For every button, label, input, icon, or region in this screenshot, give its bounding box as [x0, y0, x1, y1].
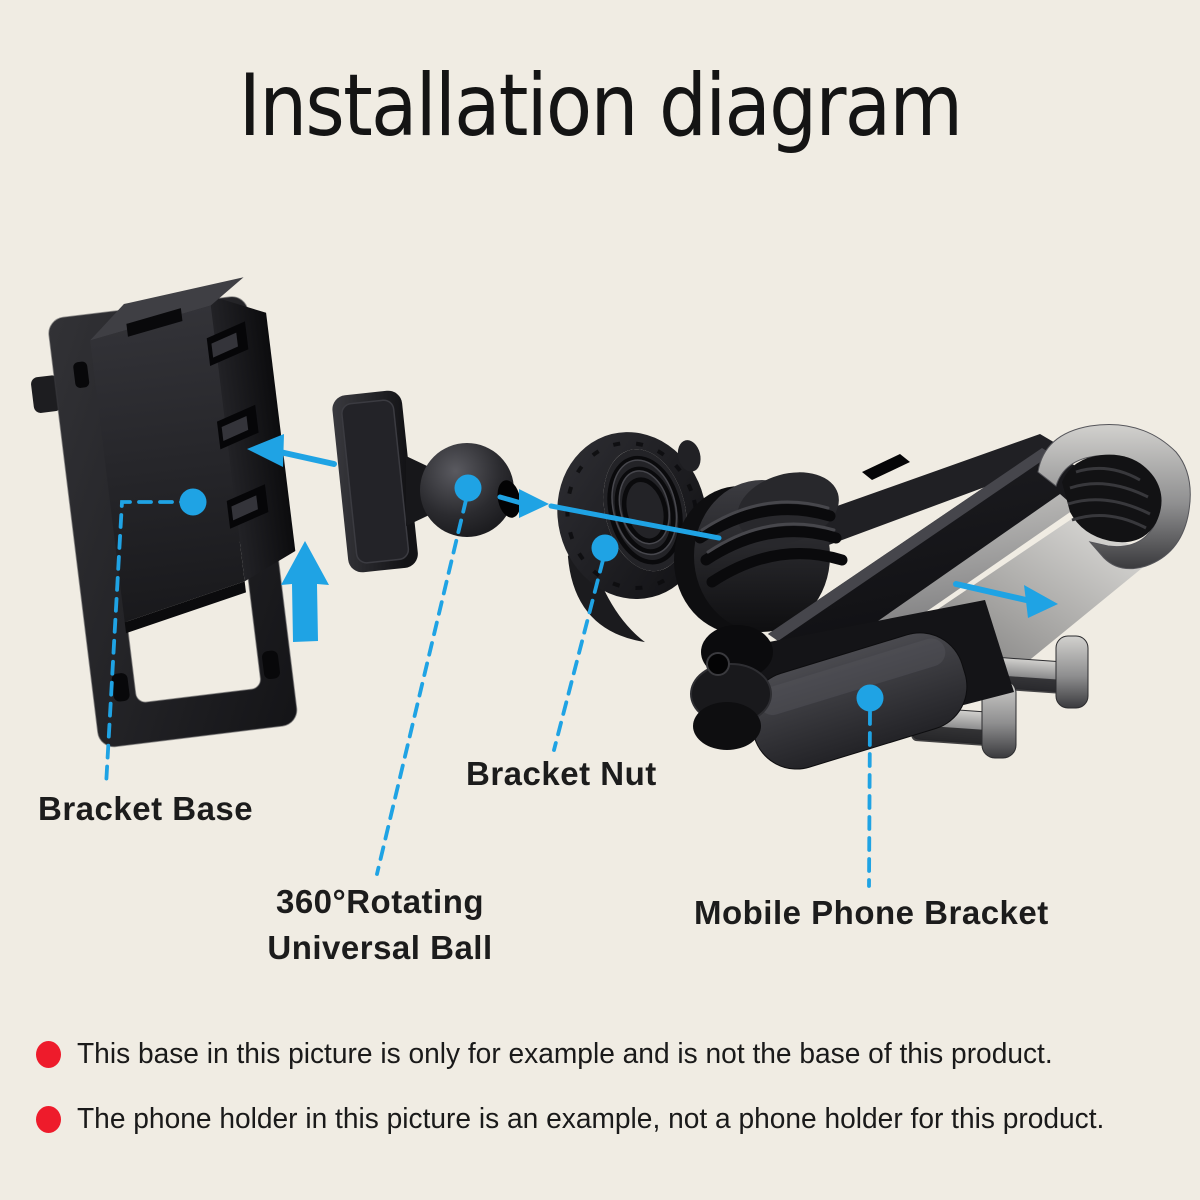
label-bracket-nut: Bracket Nut: [466, 755, 657, 792]
clip-rail-slot: [216, 404, 259, 450]
mount-plate-face: [341, 399, 410, 564]
callout-line-bracket-nut: [552, 558, 605, 752]
red-bullet-icon: [36, 1106, 61, 1133]
callout-line-universal-ball: [375, 498, 468, 876]
callout-line-bracket-base: [104, 500, 195, 788]
callouts: [104, 498, 872, 888]
screw-on-right-arrow-icon: [497, 489, 722, 541]
label-mobile-phone-bracket: Mobile Phone Bracket: [694, 894, 1049, 931]
main-arm: [768, 448, 1102, 672]
slide-out-right-arrow-icon: [953, 581, 1058, 618]
universal-ball-part: [332, 390, 521, 573]
clip-rail-slot: [226, 484, 269, 529]
mobile-phone-bracket-part: [674, 423, 1191, 770]
lift-up-arrow-icon: [281, 541, 329, 642]
label-bracket-base: Bracket Base: [38, 790, 254, 827]
hinge-stack: [690, 625, 773, 750]
callout-dots: [179, 474, 884, 712]
frame-hole-top-left: [73, 361, 90, 388]
clip-rail-slot: [206, 321, 249, 366]
callout-line-phone-bracket: [867, 710, 872, 888]
insert-left-arrow-icon: [247, 434, 337, 467]
post-thread-ribs: [694, 504, 848, 588]
label-universal-ball: 360°Rotating Universal Ball: [250, 879, 510, 971]
note-text: The phone holder in this picture is an e…: [77, 1103, 1105, 1135]
clip-side-face: [209, 295, 296, 582]
bottom-hook: [994, 635, 1089, 709]
rear-bar-slot: [862, 454, 910, 480]
note-item: This base in this picture is only for ex…: [36, 1038, 1083, 1071]
nut-tab: [677, 440, 701, 472]
hinge-bolt: [706, 652, 730, 676]
page-title: Installation diagram: [238, 56, 963, 156]
callout-dot-bracket-nut: [591, 534, 619, 562]
clip-top-slot: [126, 308, 183, 337]
nut-ring: [557, 432, 707, 599]
bracket-rear-bar: [792, 434, 1074, 546]
main-arm-highlight: [768, 448, 1052, 641]
clip-bottom-edge: [124, 581, 246, 634]
threaded-post: [674, 472, 848, 634]
post-rib-highlights: [700, 500, 836, 554]
callout-dot-phone-bracket: [856, 684, 884, 712]
note-item: The phone holder in this picture is an e…: [36, 1103, 1136, 1136]
frame-hole-bottom-right: [262, 650, 280, 679]
bracket-nut-part: [557, 432, 707, 643]
callout-dot-bracket-base: [179, 488, 207, 516]
label-universal-ball-line1: 360°Rotating: [275, 883, 485, 920]
label-universal-ball-line2: Universal Ball: [267, 929, 493, 966]
clip-front-face: [90, 305, 245, 623]
frame-hole-bottom-left: [111, 673, 130, 702]
clamp-jaw-ribs: [1067, 466, 1151, 530]
nut-thread-highlights: [611, 459, 678, 556]
bracket-base-part: [31, 277, 298, 748]
bracket-base-side-tab: [31, 375, 62, 413]
callout-dot-universal-ball: [454, 474, 482, 502]
nut-rim-notches: [565, 441, 699, 591]
note-text: This base in this picture is only for ex…: [77, 1038, 1053, 1070]
clamp-jaw: [1037, 423, 1191, 570]
red-bullet-icon: [36, 1041, 61, 1068]
